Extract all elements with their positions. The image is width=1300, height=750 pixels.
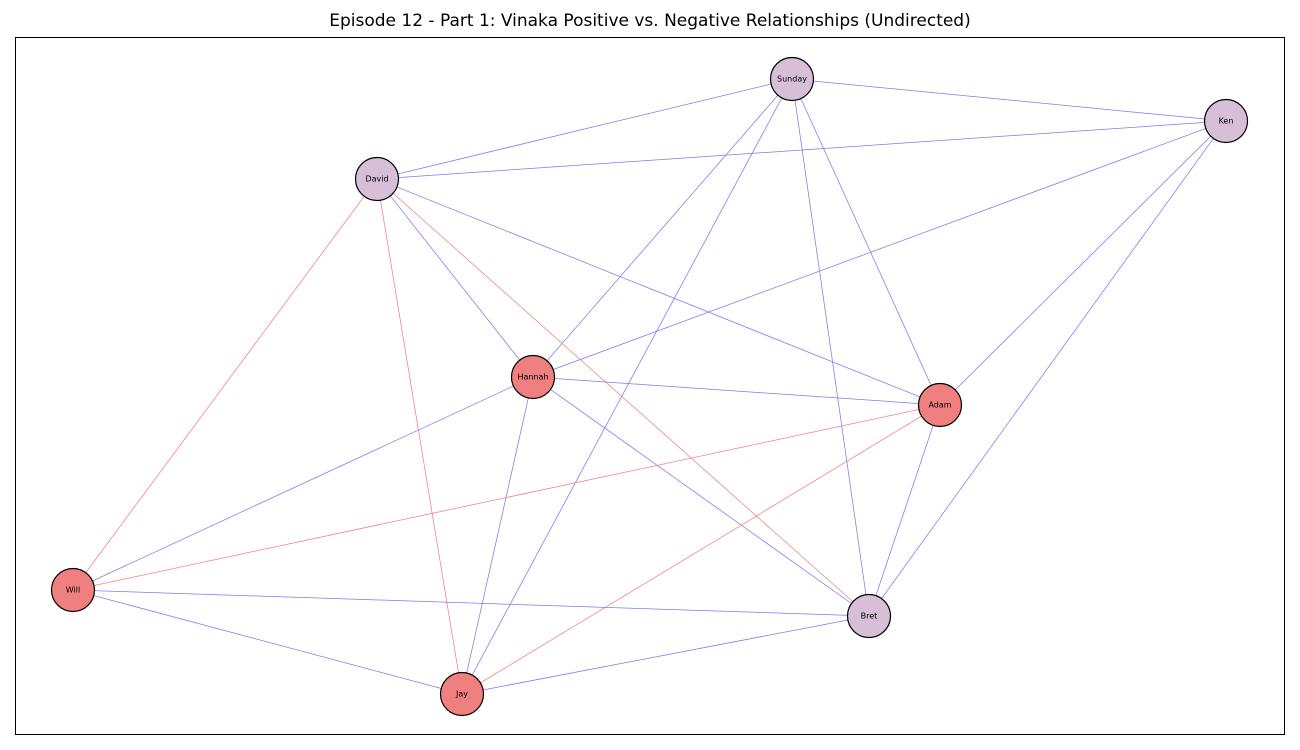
node-circle [439,671,485,717]
edge-david-bret [376,178,870,617]
node-ken: Ken [1203,98,1249,144]
node-circle [1203,98,1249,144]
edge-adam-bret [868,404,941,617]
edge-hannah-will [72,376,534,591]
edge-will-bret [72,589,870,617]
edge-david-jay [376,178,463,695]
node-label: Bret [861,612,878,621]
edge-hannah-adam [532,376,941,406]
node-label: Adam [928,401,951,410]
edge-adam-will [72,404,941,591]
node-hannah: Hannah [510,354,556,400]
node-adam: Adam [917,382,963,428]
edge-david-adam [376,178,941,406]
node-circle [50,567,96,613]
node-david: David [354,156,400,202]
edge-adam-jay [461,404,941,695]
edge-jay-bret [461,615,870,695]
node-jay: Jay [439,671,485,717]
edge-hannah-bret [532,376,870,617]
edge-ken-bret [868,120,1227,617]
edge-sunday-jay [461,78,793,695]
node-bret: Bret [846,593,892,639]
edge-sunday-adam [791,78,941,406]
edge-sunday-bret [791,78,870,617]
node-label: Ken [1219,117,1234,126]
node-label: Sunday [777,75,807,84]
node-circle [769,56,815,102]
node-circle [354,156,400,202]
edge-sunday-hannah [532,78,793,378]
edge-sunday-ken [791,78,1227,122]
edge-will-jay [72,589,463,695]
edge-sunday-david [376,78,793,180]
node-label: Will [66,586,80,595]
node-label: David [365,175,388,184]
node-will: Will [50,567,96,613]
node-label: Jay [455,690,468,699]
node-circle [846,593,892,639]
edge-ken-hannah [532,120,1227,378]
edge-david-hannah [376,178,534,378]
node-sunday: Sunday [769,56,815,102]
edge-hannah-jay [461,376,534,695]
node-circle [510,354,556,400]
node-circle [917,382,963,428]
node-label: Hannah [517,373,548,382]
edge-david-will [72,178,378,591]
figure-title: Episode 12 - Part 1: Vinaka Positive vs.… [329,11,971,31]
edges-layer [72,78,1227,695]
edge-ken-david [376,120,1227,180]
edge-ken-adam [939,120,1227,406]
